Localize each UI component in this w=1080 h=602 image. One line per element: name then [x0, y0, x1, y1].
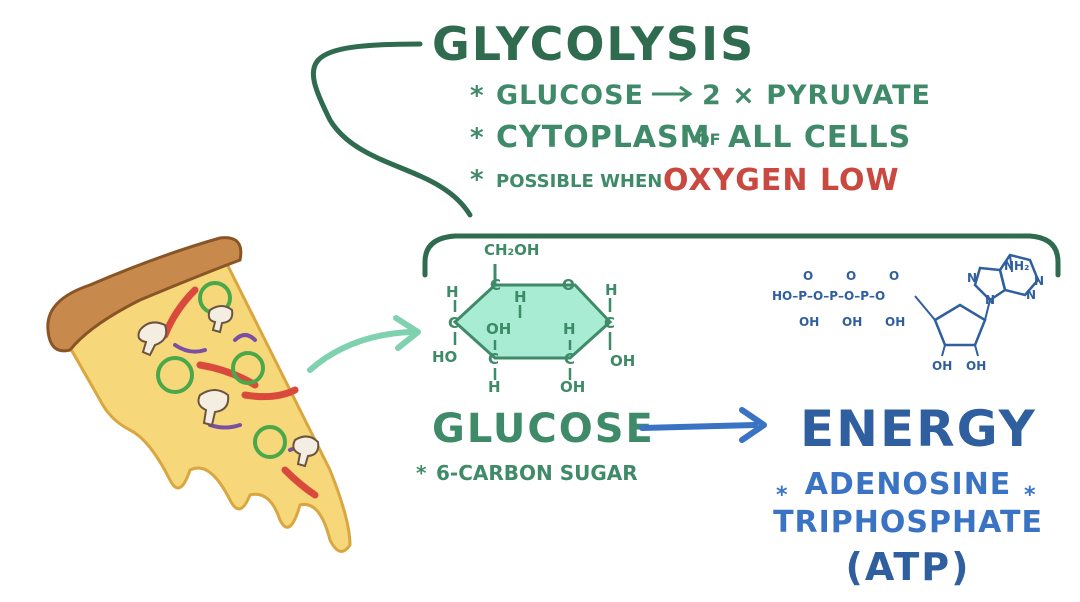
energy-label: ENERGY	[800, 400, 1037, 458]
glycolysis-title: GLYCOLYSIS	[432, 17, 755, 71]
energy-bullet-left: *	[776, 483, 788, 508]
phosphate-oh-1: OH	[799, 315, 819, 329]
h-bottom-left-label: H	[488, 378, 501, 396]
glucose-text: GLUCOSE	[496, 80, 644, 111]
glucose-note-bullet: *	[416, 461, 427, 485]
all-cells-text: ALL CELLS	[728, 120, 911, 155]
phosphate-oh-3: OH	[885, 315, 905, 329]
carbon-bottom-right-label: C	[564, 350, 575, 368]
bullet-3: *	[470, 165, 484, 195]
adenine-n-2: N	[1026, 288, 1036, 302]
cytoplasm-text: CYTOPLASM	[496, 120, 711, 155]
phosphate-oh-2: OH	[842, 315, 862, 329]
ribose-ring	[933, 303, 987, 347]
glucose-label: GLUCOSE	[432, 406, 655, 452]
h-upper-label: H	[514, 288, 527, 306]
adenine-n-3: N	[1034, 274, 1044, 288]
of-text: OF	[696, 130, 721, 149]
oh-right-label: OH	[610, 352, 635, 370]
pyruvate-text: 2 × PYRUVATE	[702, 80, 931, 111]
carbon-right-label: C	[604, 314, 615, 332]
ring-oxygen-label: O	[562, 276, 575, 294]
glucose-ring	[452, 283, 613, 360]
energy-bullet-right: *	[1024, 483, 1036, 508]
pizza-to-glucose-arrow	[307, 315, 421, 373]
ribose-oh-2: OH	[966, 359, 986, 373]
title-connector-curve	[310, 41, 473, 218]
atp-structure: HO–P–O–P–O–P–O O O O OH OH OH OH OH NH₂ …	[772, 253, 1044, 373]
h-mid-label: H	[563, 320, 576, 338]
possible-when-text: POSSIBLE WHEN	[496, 171, 662, 192]
oh-bottom-label: OH	[560, 378, 585, 396]
atp-abbrev-text: (ATP)	[846, 545, 971, 589]
carbon-left-label: C	[448, 314, 459, 332]
right-arrow-icon	[652, 85, 693, 103]
phosphate-o-2: O	[846, 269, 856, 283]
adenine-n-1: N	[985, 293, 995, 307]
phosphate-chain-label: HO–P–O–P–O–P–O	[772, 289, 885, 303]
bullet-1: *	[470, 81, 484, 111]
ho-left-label: HO	[432, 348, 457, 366]
ch2oh-label: CH₂OH	[484, 241, 539, 259]
adenine-n-4: N	[967, 271, 977, 285]
pizza-slice-illustration	[46, 236, 352, 553]
adenosine-text: ADENOSINE	[805, 467, 1012, 502]
glucose-to-energy-arrow	[639, 407, 767, 443]
phosphate-o-3: O	[889, 269, 899, 283]
oxygen-low-text: OXYGEN LOW	[663, 163, 900, 198]
nh2-label: NH₂	[1004, 259, 1029, 273]
ribose-oh-1: OH	[932, 359, 952, 373]
triphosphate-text: TRIPHOSPHATE	[773, 505, 1043, 540]
h-left-top-label: H	[446, 283, 459, 301]
oh-mid-label: OH	[486, 320, 511, 338]
carbon-bottom-left-label: C	[488, 350, 499, 368]
glucose-structure: CH₂OH O C H C HO H OH H H C OH C C H OH	[432, 241, 635, 396]
carbon-top-label: C	[490, 276, 501, 294]
h-right-top-label: H	[605, 281, 618, 299]
phosphate-o-1: O	[803, 269, 813, 283]
glucose-note: 6-CARBON SUGAR	[436, 461, 638, 485]
molecule-bracket	[422, 233, 1061, 278]
bullet-2: *	[470, 123, 484, 153]
